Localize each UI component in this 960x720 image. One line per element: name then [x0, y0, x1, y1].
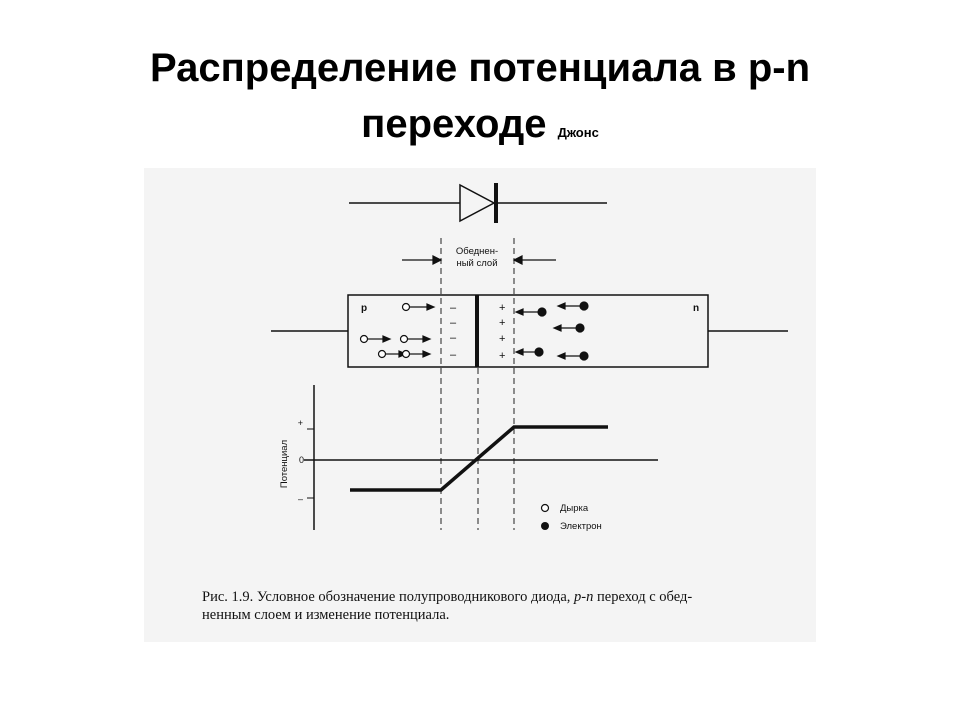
hole-carrier: [399, 334, 409, 344]
p-region-label: p: [361, 303, 367, 314]
hole-motion-arrow-head: [382, 335, 392, 343]
plus-charge: +: [499, 333, 505, 345]
positive-charges: + + + +: [499, 302, 505, 362]
hole-motion-arrow-head: [426, 303, 436, 311]
hole-carrier: [377, 349, 387, 359]
electron-motion-arrow-head: [556, 302, 566, 310]
electrons-group: [514, 301, 589, 361]
hole-motion-arrow-head: [422, 335, 432, 343]
caption-italic: p-n: [574, 589, 594, 605]
electron-carrier: [575, 323, 585, 333]
potential-axis-label: Потенциал: [279, 440, 290, 488]
electron-carrier: [579, 351, 589, 361]
arrow-left-head: [432, 255, 443, 265]
hole-carrier: [359, 334, 369, 344]
electron-motion-arrow-head: [514, 308, 524, 316]
legend-electron-label: Электрон: [560, 521, 602, 532]
minus-charge: –: [450, 317, 457, 329]
caption-part2: переход с обед-: [593, 589, 693, 605]
hole-carrier: [401, 302, 411, 312]
negative-charges: – – – –: [450, 302, 457, 361]
legend-hole-label: Дырка: [560, 503, 589, 514]
title-line2: переходе: [361, 102, 547, 146]
figure-caption: Рис. 1.9. Условное обозначение полупрово…: [202, 588, 802, 624]
electron-motion-arrow-head: [552, 324, 562, 332]
minus-charge: –: [450, 302, 457, 314]
slide-title: Распределение потенциала в p-n переходе …: [80, 40, 880, 161]
electron-carrier: [579, 301, 589, 311]
plus-charge: +: [499, 302, 505, 314]
diode-triangle: [459, 183, 496, 223]
depletion-boundaries: [440, 238, 515, 530]
n-region-label: n: [693, 303, 699, 314]
diode-symbol: [349, 183, 607, 223]
electron-motion-arrow-head: [514, 348, 524, 356]
title-line1: Распределение потенциала в p-n: [149, 46, 811, 90]
depletion-label-line1: Обеднен-: [456, 246, 498, 257]
tick-plus-label: +: [298, 418, 303, 428]
plus-charge: +: [499, 317, 505, 329]
legend-electron-icon: [541, 522, 549, 530]
legend-hole-icon: [540, 503, 550, 513]
pn-junction-figure: Обеднен- ный слой p n – – – – + + + +: [144, 168, 816, 642]
pn-junction-diagram: Обеднен- ный слой p n – – – – + + + +: [271, 183, 788, 532]
legend: Дырка Электрон: [540, 503, 602, 532]
depletion-label-line2: ный слой: [456, 258, 497, 269]
caption-line2: ненным слоем и изменение потенциала.: [202, 607, 450, 623]
tick-minus-label: –: [298, 494, 303, 504]
minus-charge: –: [450, 349, 457, 361]
hole-motion-arrow-head: [422, 350, 432, 358]
potential-curve: [350, 425, 608, 492]
title-author: Джонс: [557, 125, 599, 140]
electron-motion-arrow-head: [556, 352, 566, 360]
tick-zero-label: 0: [299, 455, 304, 465]
hole-carrier: [401, 349, 411, 359]
electron-carrier: [537, 307, 547, 317]
electron-carrier: [534, 347, 544, 357]
semiconductor-block: [271, 294, 788, 368]
holes-group: [359, 302, 436, 359]
arrow-right-head: [512, 255, 523, 265]
caption-part1: Рис. 1.9. Условное обозначение полупрово…: [202, 589, 575, 605]
minus-charge: –: [450, 332, 457, 344]
plus-charge: +: [499, 350, 505, 362]
potential-graph: + 0 – Потенциал: [279, 385, 658, 530]
depletion-arrows: [402, 255, 556, 265]
